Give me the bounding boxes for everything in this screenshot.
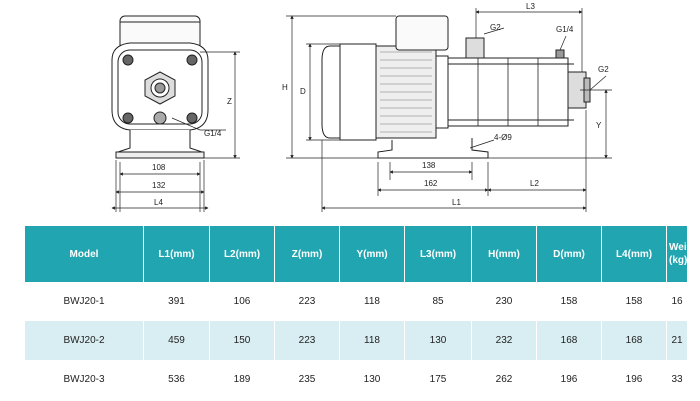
cell-weight: 16 (671, 296, 683, 307)
side-dim-l3: L3 (526, 2, 535, 11)
cell-l4: 168 (601, 321, 667, 360)
motor-body (339, 43, 377, 141)
header-l2: L2(mm) (209, 226, 275, 282)
side-dim-holes: 4-Ø9 (494, 133, 512, 142)
header-weight: Weight (kg) (666, 226, 700, 282)
pump-dimension-drawing: Z G1/4 108 132 L4 (111, 2, 612, 212)
table-row: BWJ20-1 391 106 223 118 85 230 158 158 1… (25, 282, 687, 321)
header-l3: L3(mm) (404, 226, 472, 282)
cell-d: 158 (536, 282, 602, 321)
cell-l2: 189 (209, 360, 275, 399)
table-row: BWJ20-2 459 150 223 118 130 232 168 168 … (25, 321, 687, 360)
motor-end-cap (321, 45, 341, 139)
header-model: Model (25, 226, 144, 282)
cell-l4: 196 (601, 360, 667, 399)
front-view (111, 15, 209, 159)
side-dim-g2-top: G2 (490, 23, 501, 32)
front-dim-g-quarter: G1/4 (204, 129, 222, 138)
side-dim-d: D (300, 87, 306, 96)
header-d: D(mm) (536, 226, 602, 282)
cell-y: 118 (339, 321, 405, 360)
side-dim-g2-right: G2 (598, 65, 609, 74)
cell-weight: 21 (666, 321, 687, 360)
header-h: H(mm) (471, 226, 537, 282)
front-dim-z: Z (227, 97, 232, 106)
cell-model: BWJ20-2 (25, 321, 144, 360)
cell-l1: 391 (143, 282, 210, 321)
side-terminal-box (395, 15, 449, 51)
header-l1: L1(mm) (143, 226, 210, 282)
cell-l1: 536 (143, 360, 210, 399)
cell-l1: 459 (143, 321, 210, 360)
cell-d: 196 (536, 360, 602, 399)
cell-h: 262 (471, 360, 537, 399)
cell-l3: 130 (404, 321, 472, 360)
header-y: Y(mm) (339, 226, 405, 282)
front-dim-132: 132 (152, 181, 166, 190)
table-header-row: Model L1(mm) L2(mm) Z(mm) Y(mm) L3(mm) H… (25, 226, 700, 282)
outlet-g2 (465, 37, 485, 59)
side-dim-h: H (282, 83, 288, 92)
table-row: BWJ20-3 536 189 235 130 175 262 196 196 … (25, 360, 687, 399)
header-l4: L4(mm) (601, 226, 667, 282)
side-dim-l1: L1 (452, 198, 461, 207)
cell-l2: 150 (209, 321, 275, 360)
front-dim-108: 108 (152, 163, 166, 172)
side-base (377, 138, 489, 159)
side-dim-g-quarter: G1/4 (556, 25, 574, 34)
front-dim-l4: L4 (154, 198, 163, 207)
drain-plug (153, 111, 167, 125)
side-dim-l2: L2 (530, 179, 539, 188)
specification-table: Model L1(mm) L2(mm) Z(mm) Y(mm) L3(mm) H… (25, 226, 700, 399)
cell-h: 230 (471, 282, 537, 321)
side-dim-y: Y (596, 121, 602, 130)
cell-z: 223 (274, 321, 340, 360)
cell-model: BWJ20-3 (25, 360, 144, 399)
cell-d: 168 (536, 321, 602, 360)
cell-l3: 85 (404, 282, 472, 321)
cell-l4: 158 (601, 282, 667, 321)
cell-l2: 106 (209, 282, 275, 321)
cell-y: 130 (339, 360, 405, 399)
side-dim-138: 138 (422, 161, 436, 170)
side-view (321, 15, 591, 159)
cell-l3: 175 (404, 360, 472, 399)
cell-y: 118 (339, 282, 405, 321)
cell-z: 235 (274, 360, 340, 399)
side-dim-162: 162 (424, 179, 438, 188)
header-z: Z(mm) (274, 226, 340, 282)
cell-weight: 33 (671, 374, 683, 385)
cell-h: 232 (471, 321, 537, 360)
cell-z: 223 (274, 282, 340, 321)
cell-model: BWJ20-1 (25, 282, 144, 321)
